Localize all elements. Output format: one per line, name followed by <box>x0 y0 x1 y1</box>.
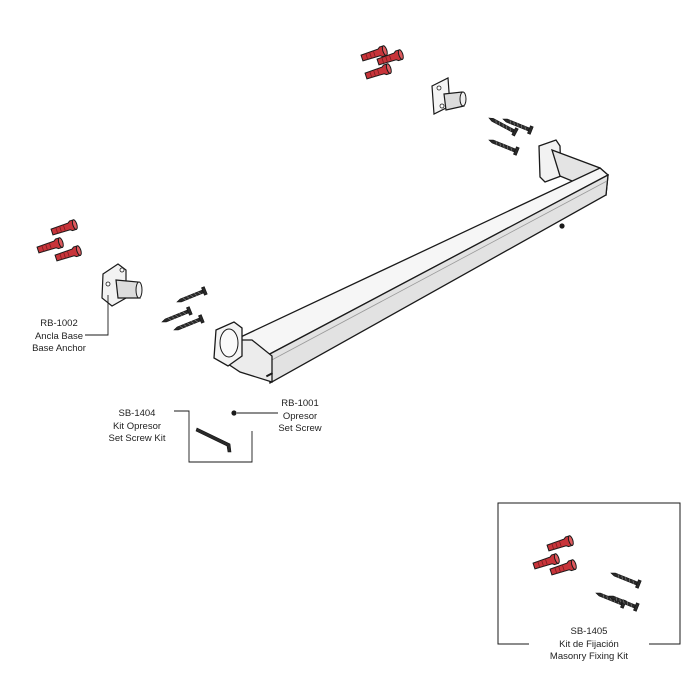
label-base-anchor: RB-1002 Ancla Base Base Anchor <box>20 318 98 356</box>
set-screw <box>231 410 237 416</box>
screw-group-left <box>160 286 208 335</box>
part-code: SB-1405 <box>570 626 608 637</box>
screw <box>594 588 627 609</box>
wall-anchor <box>363 62 393 82</box>
label-masonry-kit: SB-1405 Kit de Fijación Masonry Fixing K… <box>529 626 649 664</box>
leader-base-anchor <box>85 295 109 336</box>
wall-anchor <box>545 534 575 554</box>
towel-bar <box>213 139 610 385</box>
screw <box>175 286 208 307</box>
wall-anchor <box>35 236 65 256</box>
base-anchor-top <box>431 77 467 115</box>
screw <box>609 568 642 589</box>
wall-anchor <box>49 218 79 238</box>
part-code: RB-1001 <box>281 398 319 409</box>
leader-set-screw-kit <box>174 410 253 463</box>
screw <box>501 114 534 135</box>
screw-group-kit <box>594 568 642 612</box>
screw <box>487 135 520 156</box>
anchor-group-top <box>359 44 405 82</box>
hex-key <box>195 427 232 453</box>
part-name-es: Kit Opresor <box>112 420 162 432</box>
screw-group-top <box>486 114 534 156</box>
part-name-es: Opresor <box>282 410 318 422</box>
part-code: SB-1404 <box>118 408 156 419</box>
part-name-en: Set Screw <box>278 423 322 434</box>
masonry-kit-box <box>497 502 681 645</box>
set-screw-dot-right <box>559 223 565 229</box>
label-set-screw: RB-1001 Opresor Set Screw <box>262 398 338 436</box>
anchor-group-kit <box>531 534 578 578</box>
part-name-en: Masonry Fixing Kit <box>549 651 629 662</box>
part-name-en: Set Screw Kit <box>108 433 166 444</box>
anchor-group-left <box>35 218 83 264</box>
part-name-en: Base Anchor <box>32 343 86 354</box>
label-set-screw-kit: SB-1404 Kit Opresor Set Screw Kit <box>98 408 176 446</box>
part-name-es: Ancla Base <box>34 330 84 342</box>
part-code: RB-1002 <box>40 318 78 329</box>
part-name-es: Kit de Fijación <box>559 638 619 650</box>
